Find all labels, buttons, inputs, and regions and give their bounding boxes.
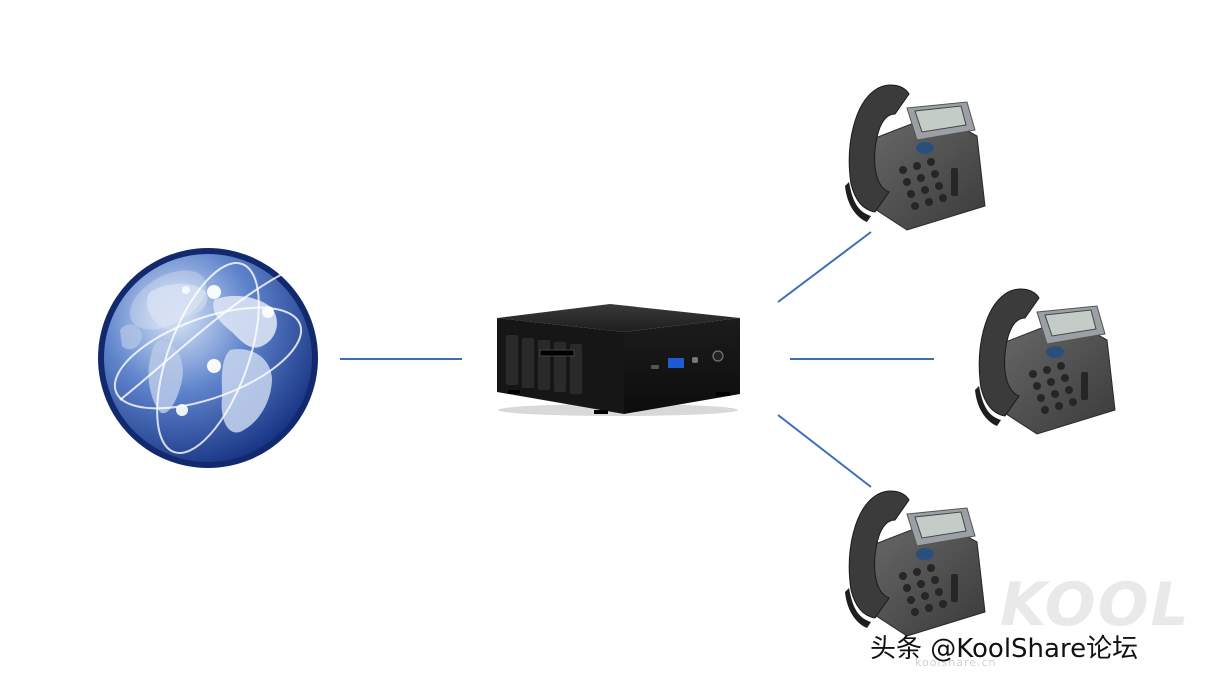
mini-pc-icon <box>497 304 740 416</box>
watermark-subtext: koolshare.cn <box>915 656 997 669</box>
connection-lines <box>340 231 934 488</box>
ip-phone-icon <box>974 288 1116 435</box>
watermark-logo: KOOL <box>1000 570 1191 640</box>
globe-icon <box>98 248 318 468</box>
source-credit: 头条 @KoolShare论坛 <box>870 634 1139 664</box>
ip-phone-icon <box>844 84 986 231</box>
edge-pc-phone-1 <box>777 231 872 303</box>
edge-pc-phone-3 <box>777 414 872 488</box>
ip-phone-icon <box>844 490 986 637</box>
